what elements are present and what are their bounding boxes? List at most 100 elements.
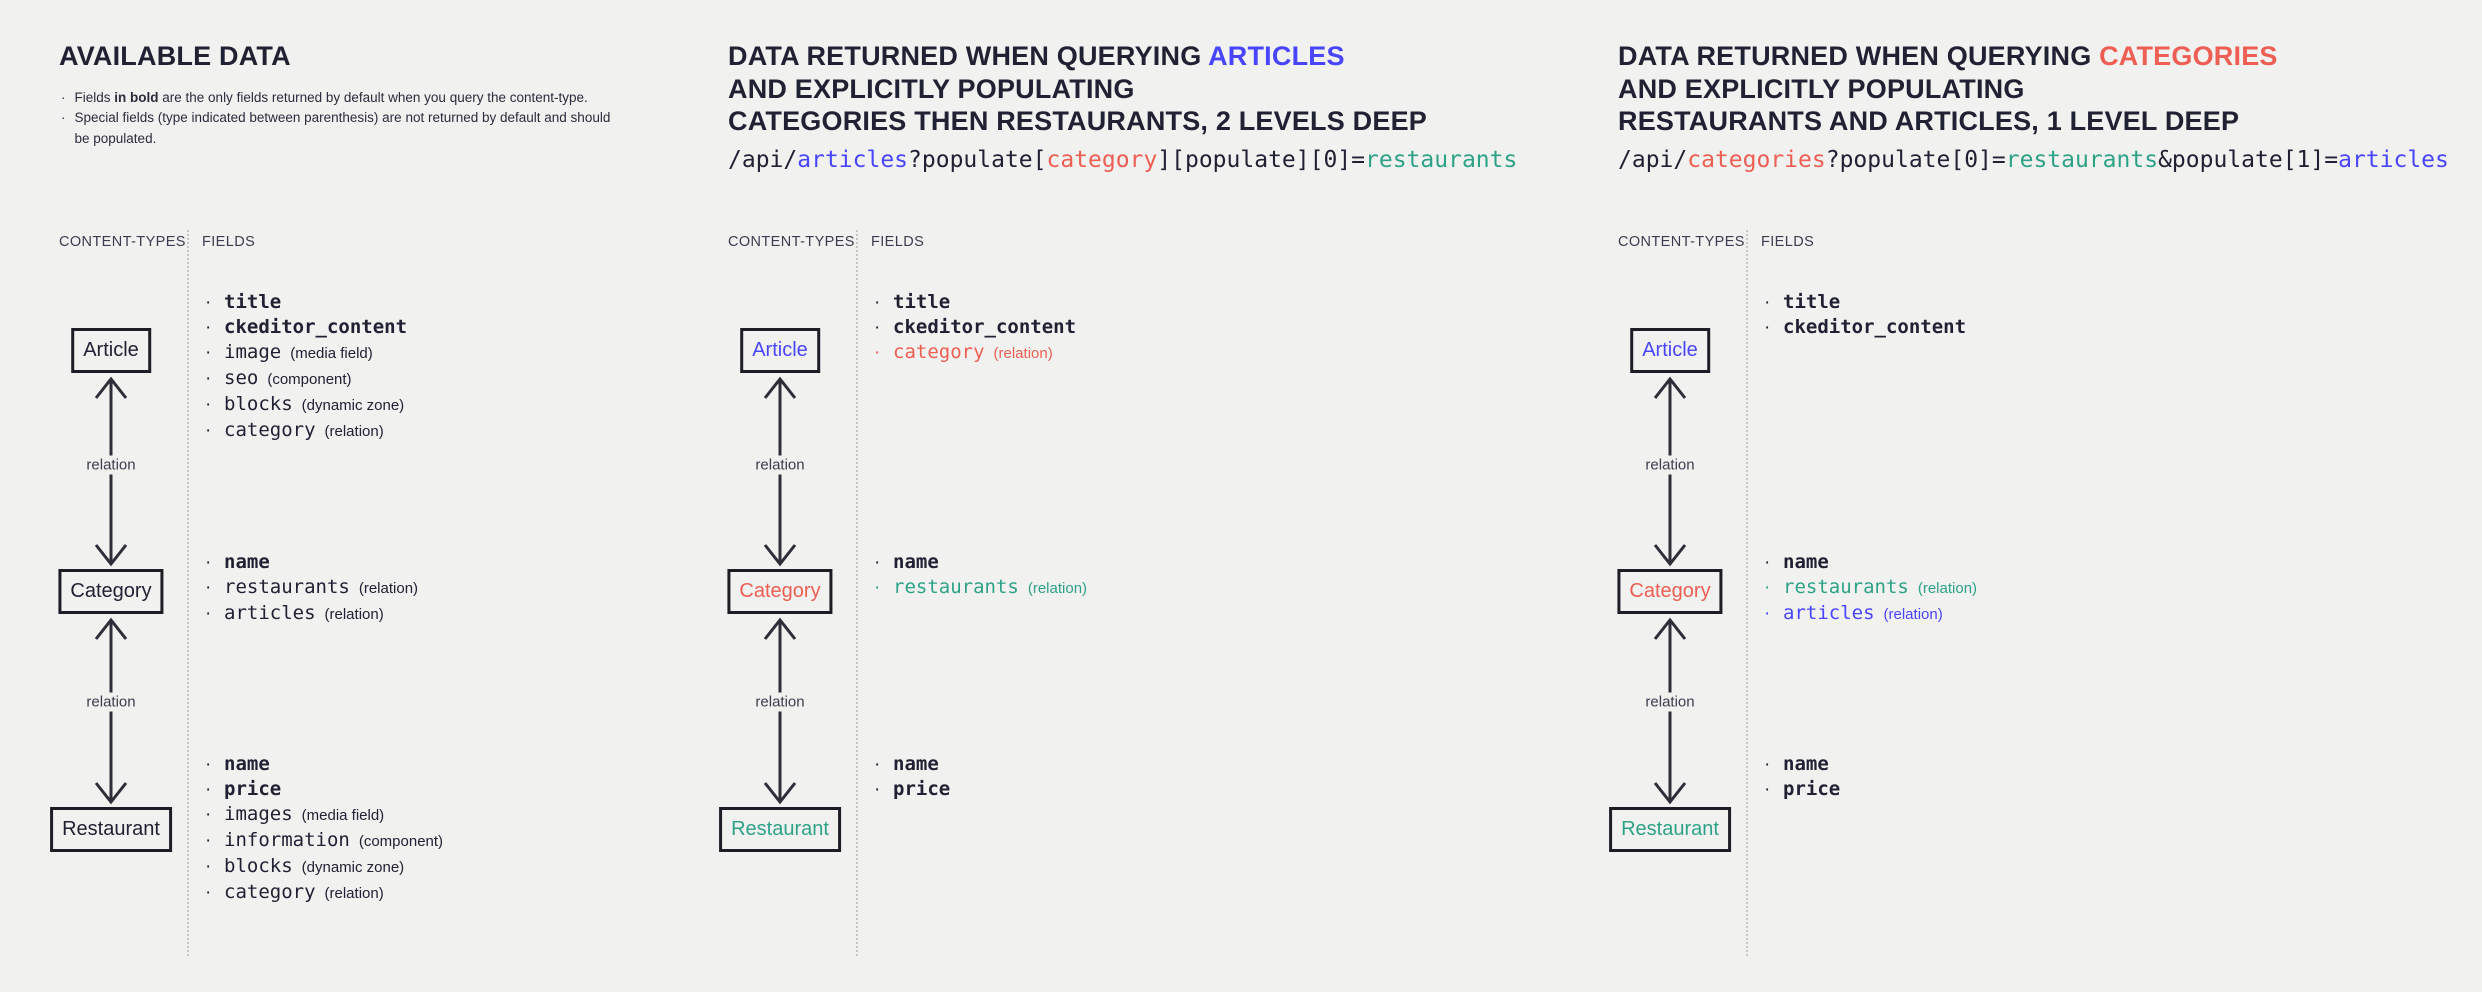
notes-list: · Fields in bold are the only fields ret… — [61, 88, 616, 149]
bullet-icon: · — [874, 342, 881, 363]
field-row: ·category(relation) — [205, 880, 443, 906]
fields-list-article: · title · ckeditor_content · image (media fi… — [205, 290, 407, 444]
field-row: · name — [205, 752, 443, 777]
bullet-icon: · — [874, 577, 881, 598]
field-name: restaurants — [1783, 576, 1909, 598]
field-name: name — [893, 551, 939, 573]
content-type-box-restaurant: Restaurant — [50, 807, 172, 852]
field-name: ckeditor_content — [1783, 316, 1967, 338]
title-text: RESTAURANTS AND ARTICLES, 1 LEVEL DEEP — [1618, 106, 2240, 136]
field-row: ·price — [874, 777, 950, 802]
bullet-icon: · — [205, 779, 212, 800]
title-text: AND EXPLICITLY POPULATING — [728, 73, 1135, 104]
title-text: DATA RETURNED WHEN QUERYING — [728, 41, 1209, 71]
field-name: category — [224, 419, 316, 441]
fields-header: FIELDS — [871, 234, 925, 250]
field-name: name — [1783, 551, 1829, 573]
title-highlight: ARTICLES — [1208, 41, 1345, 71]
bullet-icon: · — [874, 292, 881, 313]
bullet-icon: · — [205, 420, 212, 441]
api-segment: ?populate[0]= — [1825, 147, 2006, 173]
relation-label: relation — [82, 692, 140, 712]
field-type: (relation) — [324, 606, 384, 623]
field-name: name — [224, 753, 270, 775]
api-segment: ?populate[ — [908, 147, 1047, 173]
content-type-box-restaurant: Restaurant — [719, 807, 841, 852]
field-row: · ckeditor_content — [205, 315, 407, 340]
field-name: title — [1783, 291, 1841, 313]
content-types-header: CONTENT-TYPES — [1618, 234, 1745, 250]
field-type: (relation) — [358, 580, 419, 597]
column-querying-categories: DATA RETURNED WHEN QUERYING CATEGORIES A… — [1609, 0, 2449, 992]
fields-list-restaurant: ·name ·price ·images(media field) ·infor… — [205, 752, 443, 906]
bullet-icon: · — [874, 754, 881, 775]
bullet-icon: · — [205, 368, 212, 389]
title-highlight: CATEGORIES — [2099, 41, 2278, 71]
field-type: (component) — [358, 833, 444, 850]
field-type: (relation) — [1917, 580, 1978, 597]
field-row: ·name — [1764, 550, 1977, 575]
field-name: price — [1783, 778, 1841, 800]
api-segment: /api/ — [1618, 147, 1688, 173]
fields-list-restaurant: ·name ·price — [1764, 752, 1840, 802]
field-row: ·title — [874, 290, 1076, 315]
fields-list-category: ·name ·restaurants(relation) ·articles(r… — [1764, 550, 1977, 627]
field-row: · price — [1764, 777, 1840, 802]
api-query: /api/categories?populate[0]=restaurants&… — [1618, 147, 2449, 173]
field-name: title — [224, 291, 282, 313]
field-name: ckeditor_content — [893, 316, 1077, 338]
field-type: (relation) — [1883, 606, 1943, 623]
api-segment: articles — [797, 147, 909, 173]
bullet-icon: · — [205, 754, 212, 775]
field-name: image — [224, 341, 282, 363]
api-segment: categories — [1687, 147, 1826, 173]
field-row: ·ckeditor_content — [1764, 315, 1966, 340]
api-segment: ][populate][0]= — [1157, 147, 1366, 173]
field-row: · name — [874, 550, 1087, 575]
bullet-icon: · — [1764, 292, 1771, 313]
field-row: · ckeditor_content — [874, 315, 1076, 340]
bullet-icon: · — [205, 394, 212, 415]
field-name: ckeditor_content — [224, 316, 408, 338]
bullet-icon: · — [874, 317, 881, 338]
bullet-icon: · — [874, 552, 881, 573]
title-text: AVAILABLE DATA — [59, 41, 291, 71]
dotted-separator — [856, 230, 858, 956]
bullet-icon: · — [1764, 779, 1771, 800]
field-name: restaurants — [224, 576, 350, 598]
fields-header: FIELDS — [1761, 234, 1815, 250]
api-segment: articles — [2338, 147, 2449, 173]
fields-header: FIELDS — [202, 234, 256, 250]
bullet-icon: · — [205, 603, 212, 624]
field-name: images — [224, 803, 293, 825]
relation-label: relation — [1641, 692, 1699, 712]
column-available-data: AVAILABLE DATA · Fields in bold are the … — [50, 0, 759, 992]
field-row: ·name — [205, 550, 418, 575]
api-segment: restaurants — [1365, 147, 1518, 173]
field-row: ·articles(relation) — [1764, 601, 1977, 627]
bullet-icon: · — [205, 317, 212, 338]
field-type: (relation) — [1027, 580, 1088, 597]
content-type-box-category: Category — [727, 569, 833, 614]
field-type: (media field) — [290, 345, 373, 362]
bullet-icon: · — [205, 577, 212, 598]
field-name: information — [224, 829, 350, 851]
bullet-icon: · — [205, 292, 212, 313]
bullet-icon: · — [874, 779, 881, 800]
field-row: ·images(media field) — [205, 802, 443, 828]
bullet-icon: · — [205, 882, 212, 903]
section-title: AVAILABLE DATA — [59, 40, 291, 73]
fields-list-category: ·name ·restaurants(relation) — [874, 550, 1087, 601]
column-querying-articles: DATA RETURNED WHEN QUERYING ARTICLES AND… — [719, 0, 1517, 992]
api-segment: category — [1046, 147, 1158, 173]
field-name: articles — [1783, 602, 1875, 624]
field-name: category — [893, 341, 985, 363]
field-row: ·category(relation) — [205, 418, 407, 444]
note-text: Special fields (type indicated between p… — [74, 110, 611, 146]
field-row: · title — [205, 290, 407, 315]
note-item: · Special fields (type indicated between… — [61, 108, 616, 149]
field-row: ·image(media field) — [205, 340, 407, 366]
dotted-separator — [187, 230, 189, 956]
section-title: DATA RETURNED WHEN QUERYING CATEGORIES A… — [1618, 40, 2278, 138]
field-name: articles — [224, 602, 316, 624]
